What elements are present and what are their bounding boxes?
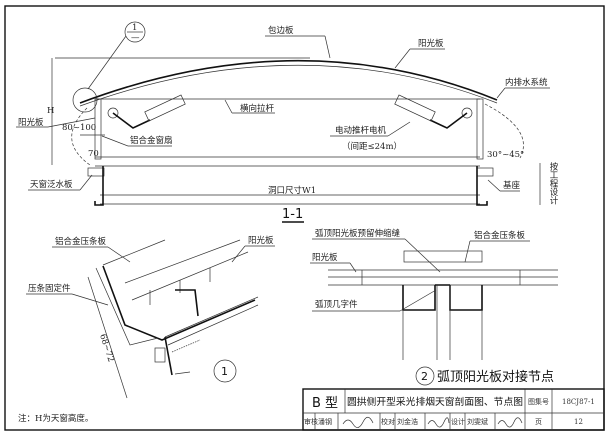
designer: 刘雯斌 xyxy=(467,417,488,426)
title-block: B 型 圆拱侧开型采光排烟天窗剖面图、节点图 图集号 18CJ87-1 审核 潘… xyxy=(302,388,605,431)
label-strip-fixing: 压条固定件 xyxy=(28,283,71,294)
label-sun-panel-d1: 阳光板 xyxy=(248,235,274,246)
label-sun-panel-d2: 阳光板 xyxy=(312,252,338,263)
checker: 刘金浩 xyxy=(397,417,418,426)
review-label: 审核 xyxy=(304,417,318,426)
detail-1-circle xyxy=(213,359,237,383)
drawing-title: 圆拱侧开型采光排烟天窗剖面图、节点图 xyxy=(347,395,523,408)
callout-number: 1 xyxy=(132,23,137,33)
right-swing-arc xyxy=(484,103,524,159)
detail-1-number: 1 xyxy=(221,365,228,378)
designer-signature xyxy=(497,417,523,428)
height-dim: H xyxy=(47,106,54,116)
label-flashing: 天窗泛水板 xyxy=(30,179,73,190)
washer xyxy=(154,347,166,363)
by-design-dim: 按工程设计 xyxy=(548,161,558,205)
left-base xyxy=(94,166,104,206)
design-label: 设计 xyxy=(451,417,465,426)
checker-signature xyxy=(427,417,450,428)
callout-circle xyxy=(124,21,146,43)
detail-1: 68~72 铝合金压条板 阳光板 压条固定件 1 xyxy=(26,235,275,399)
label-angle: 30°~45° xyxy=(487,150,524,160)
screw xyxy=(171,339,201,353)
hat-piece xyxy=(402,284,483,311)
label-sun-panel: 阳光板 xyxy=(418,38,444,49)
al-strip-plate xyxy=(102,265,256,341)
label-cross-tie: 横向拉杆 xyxy=(240,103,275,114)
arch-panel-inner xyxy=(79,64,498,107)
arch-panel xyxy=(79,59,498,104)
detail-2-number: 2 xyxy=(421,370,428,383)
reviewer-signature xyxy=(342,416,374,428)
atlas-label: 图集号 xyxy=(528,397,549,406)
label-base: 基座 xyxy=(503,180,521,191)
label-al-strip: 铝合金压条板 xyxy=(55,236,107,247)
detail-marker-circle xyxy=(72,87,98,113)
sheet-border xyxy=(4,5,605,431)
label-motor-spacing: （间距≤24m） xyxy=(342,141,402,152)
callout-sheet: — xyxy=(131,33,140,43)
strip-fixing xyxy=(95,267,159,346)
atlas-number: 18CJ87-1 xyxy=(562,398,595,406)
right-base xyxy=(476,166,488,206)
dim-68-72: 68~72 xyxy=(97,333,115,363)
label-sun-panel-left: 阳光板 xyxy=(18,117,44,128)
label-hat-piece: 弧顶几字件 xyxy=(315,299,358,310)
right-sash-frame xyxy=(476,98,484,160)
right-pivot xyxy=(461,107,473,119)
al-strip-cover xyxy=(403,250,483,263)
right-linkage xyxy=(429,112,468,129)
page-label: 页 xyxy=(535,418,542,426)
label-al-strip-d2: 铝合金压条板 xyxy=(474,230,526,241)
dim-80-100: 80~100 xyxy=(62,123,96,133)
detail-2-title: 弧顶阳光板对接节点 xyxy=(437,369,554,385)
label-motor: 电动推杆电机 xyxy=(335,125,387,136)
detail-2-circle xyxy=(415,366,435,386)
left-swing-arc xyxy=(71,107,91,166)
motor-left xyxy=(144,94,186,122)
label-opening: 洞口尺寸W1 xyxy=(268,185,316,196)
callout-leader xyxy=(87,35,127,90)
detail-2: 弧顶阳光板预留伸缩缝 铝合金压条板 阳光板 弧顶几字件 2 弧顶阳光板对接节点 xyxy=(310,228,558,386)
left-sash-frame xyxy=(94,98,102,160)
check-label: 校对 xyxy=(381,417,395,426)
right-flashing xyxy=(476,167,494,177)
reviewer: 潘钢 xyxy=(318,417,332,426)
note: 注：H为天窗高度。 xyxy=(18,413,93,424)
title-block-frame xyxy=(302,388,605,431)
left-linkage xyxy=(112,112,151,129)
section-1-1: H 按工程设计 1 — 包边板 阳光板 内排水系统 横向拉杆 电动推杆电机 （间… xyxy=(16,21,558,223)
left-pivot xyxy=(107,107,119,119)
label-expansion-joint: 弧顶阳光板预留伸缩缝 xyxy=(315,228,401,239)
dim-line-68-72 xyxy=(87,276,128,399)
type-label: B 型 xyxy=(312,396,338,411)
page-number: 12 xyxy=(574,418,583,426)
sun-panel-d1 xyxy=(124,239,249,301)
motor-right xyxy=(394,94,436,122)
label-edge-plate: 包边板 xyxy=(268,25,294,36)
left-flashing xyxy=(87,167,105,177)
dim-70: 70 xyxy=(88,149,99,159)
label-inner-drainage: 内排水系统 xyxy=(505,77,548,88)
label-al-sash: 铝合金窗扇 xyxy=(130,135,173,146)
section-title: 1-1 xyxy=(282,207,303,222)
